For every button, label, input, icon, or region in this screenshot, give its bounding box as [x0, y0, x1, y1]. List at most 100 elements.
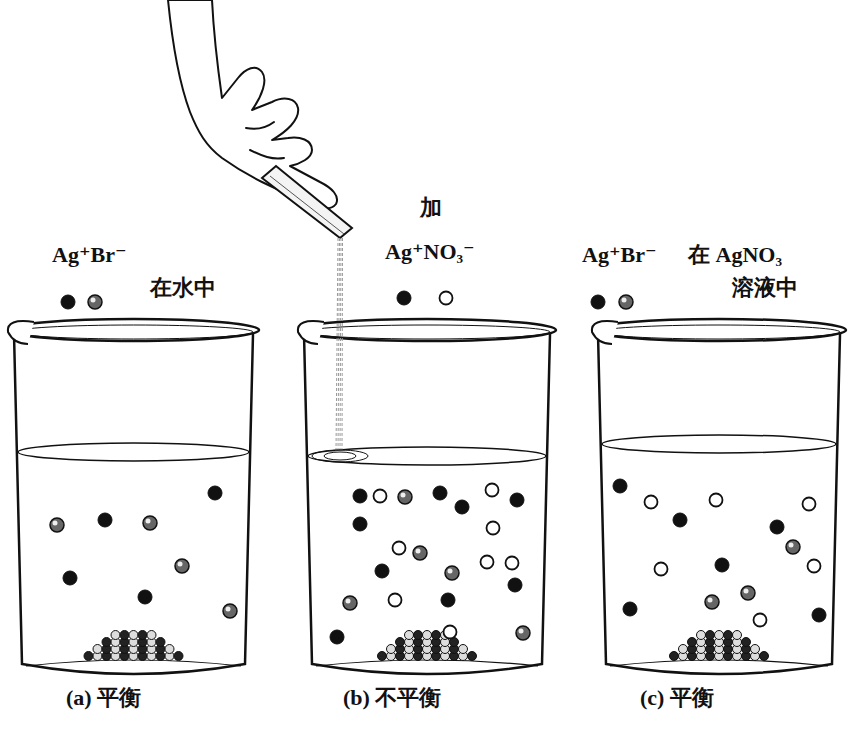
- precipitate-particle: [138, 631, 147, 640]
- hand: [168, 0, 337, 208]
- finger-crease: [246, 122, 284, 159]
- precipitate-particle: [156, 638, 165, 647]
- nitrate-ion: [389, 594, 402, 607]
- precipitate-particle: [93, 645, 102, 654]
- beaker-wall: [14, 334, 253, 674]
- silver-ion: [63, 571, 77, 585]
- bromide-ion: [705, 595, 719, 609]
- precipitate-particle: [742, 638, 751, 647]
- hand-outline: [168, 0, 337, 208]
- silver-ion: [397, 291, 411, 305]
- bromide-highlight: [416, 549, 421, 554]
- pouring-stream: [312, 238, 368, 462]
- precipitate-particle: [733, 631, 742, 640]
- nitrate-ion: [506, 557, 519, 570]
- nitrate-ion: [803, 498, 816, 511]
- precipitate-particle: [679, 645, 688, 654]
- silver-ion: [812, 608, 826, 622]
- bromide-highlight: [744, 589, 749, 594]
- precipitate-particle: [378, 652, 387, 661]
- bromide-ion: [175, 559, 189, 573]
- water: [602, 444, 836, 673]
- bromide-highlight: [91, 298, 96, 303]
- stream-line: [336, 238, 338, 452]
- precipitate-particle: [129, 631, 138, 640]
- beaker: [8, 319, 259, 674]
- beaker-rim: [8, 319, 259, 341]
- ion-formula: Ag⁺NO₃⁻: [385, 240, 475, 264]
- label: 加: [420, 196, 442, 220]
- stream-line: [342, 238, 344, 452]
- bromide-ion: [413, 546, 427, 560]
- silver-ion: [508, 578, 522, 592]
- precipitate-particle: [102, 638, 111, 647]
- beaker-rim: [592, 319, 846, 341]
- silver-ion: [353, 489, 367, 503]
- strip: [262, 166, 352, 238]
- nitrate-ion: [444, 626, 457, 639]
- water-surface: [308, 447, 546, 465]
- silver-ion: [770, 520, 784, 534]
- precipitate-pile: [84, 631, 183, 661]
- precipitate-particle: [396, 638, 405, 647]
- nitrate-ion: [440, 292, 453, 305]
- ion-formula: Ag⁺Br⁻: [582, 243, 657, 267]
- precipitate-particle: [751, 645, 760, 654]
- precipitate-pile: [670, 631, 769, 661]
- nitrate-ion: [374, 490, 387, 503]
- silver-ion: [591, 295, 605, 309]
- bromide-highlight: [226, 607, 231, 612]
- precipitate-pile: [378, 631, 477, 661]
- precipitate-particle: [147, 631, 156, 640]
- bromide-highlight: [346, 599, 351, 604]
- precipitate-particle: [760, 652, 769, 661]
- precipitate-particle: [706, 631, 715, 640]
- ripple: [312, 450, 368, 462]
- silver-ion: [353, 517, 367, 531]
- bromide-ion: [619, 295, 633, 309]
- caption: (b) 不平衡: [343, 686, 441, 710]
- precipitate-particle: [724, 631, 733, 640]
- water-surface: [18, 443, 249, 461]
- precipitate-particle: [84, 652, 93, 661]
- silver-ion: [455, 500, 469, 514]
- beaker-rim-inner: [598, 325, 840, 339]
- precipitate-particle: [405, 631, 414, 640]
- precipitate-particle: [697, 631, 706, 640]
- label: 在水中: [150, 276, 216, 300]
- beaker-spout: [298, 321, 324, 344]
- nitrate-ion: [754, 614, 767, 627]
- precipitate-particle: [174, 652, 183, 661]
- beaker: [298, 319, 556, 674]
- nitrate-ion: [808, 560, 821, 573]
- nitrate-ion: [710, 494, 723, 507]
- bromide-ion: [398, 490, 412, 504]
- ripple: [324, 452, 356, 460]
- bromide-ion: [143, 516, 157, 530]
- ion-formula: Ag⁺Br⁻: [52, 243, 127, 267]
- precipitate-particle: [688, 638, 697, 647]
- silver-ion: [330, 630, 344, 644]
- ions: [50, 291, 826, 644]
- strip-fold: [270, 176, 344, 234]
- silver-ion: [433, 486, 447, 500]
- bromide-ion: [741, 586, 755, 600]
- silver-ion: [613, 479, 627, 493]
- precipitate-particle: [111, 631, 120, 640]
- bromide-highlight: [448, 569, 453, 574]
- precipitate-particle: [432, 631, 441, 640]
- bromide-ion: [223, 604, 237, 618]
- silver-ion: [208, 486, 222, 500]
- precipitate-particle: [715, 631, 724, 640]
- precipitate-particle: [120, 631, 129, 640]
- beaker-spout: [8, 321, 34, 344]
- precipitate-particle: [670, 652, 679, 661]
- water: [308, 456, 546, 673]
- nitrate-ion: [481, 556, 494, 569]
- silver-ion: [98, 513, 112, 527]
- silver-ion: [623, 602, 637, 616]
- bromide-ion: [88, 295, 102, 309]
- bromide-ion: [445, 566, 459, 580]
